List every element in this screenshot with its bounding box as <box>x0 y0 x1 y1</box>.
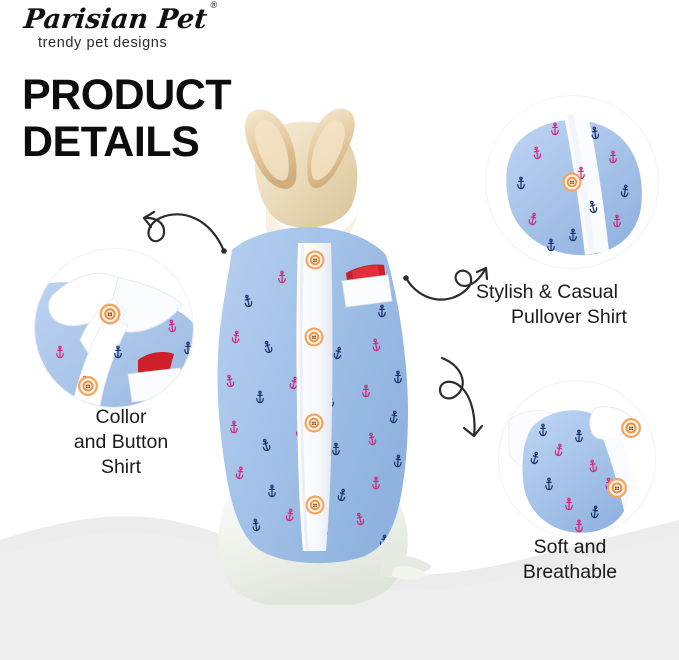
detail-inset-pullover-shirt <box>485 95 660 270</box>
page-title-line-2: DETAILS <box>22 118 200 166</box>
caption-pullover-shirt-line-1: Stylish & Casual <box>476 281 618 303</box>
caption-soft-breathable-line-1: Soft and <box>533 536 607 558</box>
chest-pocket <box>341 264 393 308</box>
arrow-to-collar-inset <box>142 210 227 254</box>
detail-inset-soft-breathable <box>487 380 667 538</box>
caption-pullover-shirt: Stylish & Casual Pullover Shirt <box>476 280 676 330</box>
arrow-to-soft-breathable-inset <box>438 356 484 438</box>
registered-trademark-icon: ® <box>208 1 219 11</box>
detail-inset-collar-button <box>22 248 207 408</box>
brand-name: Parisian Pet® <box>22 1 218 35</box>
shirt-body <box>217 227 409 564</box>
shirt-placket <box>296 243 333 551</box>
shirt-button-1 <box>305 250 325 270</box>
shirt-button-2 <box>304 327 324 347</box>
caption-collar-button-line-3: Shirt <box>100 456 142 478</box>
caption-collar-button-line-1: Collor <box>95 406 147 428</box>
arrow-to-pullover-inset <box>403 266 489 301</box>
brand-name-text: Parisian Pet <box>22 4 209 35</box>
page-title-line-1: PRODUCT <box>22 71 232 119</box>
caption-collar-button-line-2: and Button <box>73 431 169 453</box>
brand-logo: Parisian Pet® trendy pet designs <box>22 1 218 52</box>
caption-soft-breathable: Soft and Breathable <box>470 535 670 585</box>
shirt-button-3 <box>304 413 324 433</box>
caption-pullover-shirt-line-2: Pullover Shirt <box>511 306 627 328</box>
page-title: PRODUCT DETAILS <box>22 71 232 166</box>
shirt-button-4 <box>305 495 325 515</box>
product-photo-dog-in-shirt <box>217 108 432 605</box>
caption-collar-button: Collor and Button Shirt <box>36 405 206 480</box>
caption-soft-breathable-line-2: Breathable <box>522 561 618 583</box>
brand-tagline: trendy pet designs <box>38 35 168 52</box>
